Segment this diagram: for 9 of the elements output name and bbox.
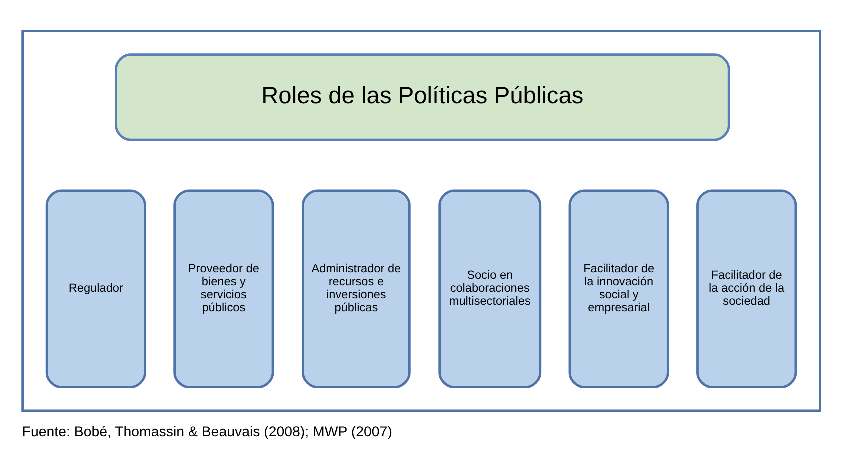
node-box: Facilitador de la acción de la sociedad [696, 190, 798, 388]
node-box: Regulador [46, 190, 146, 388]
node-box: Roles de las Políticas Públicas [115, 54, 730, 142]
caption: Fuente: Bobé, Thomassin & Beauvais (2008); MWP (2007) [22, 424, 392, 441]
node-box: Socio en colaboraciones multisectoriales [438, 190, 542, 388]
cluster [22, 30, 822, 412]
node-box: Administrador de recursos e inversiones públicas [302, 190, 411, 388]
node-box: Proveedor de bienes y servicios públicos [174, 190, 274, 388]
node-box: Facilitador de la innovación social y empresarial [568, 190, 670, 388]
